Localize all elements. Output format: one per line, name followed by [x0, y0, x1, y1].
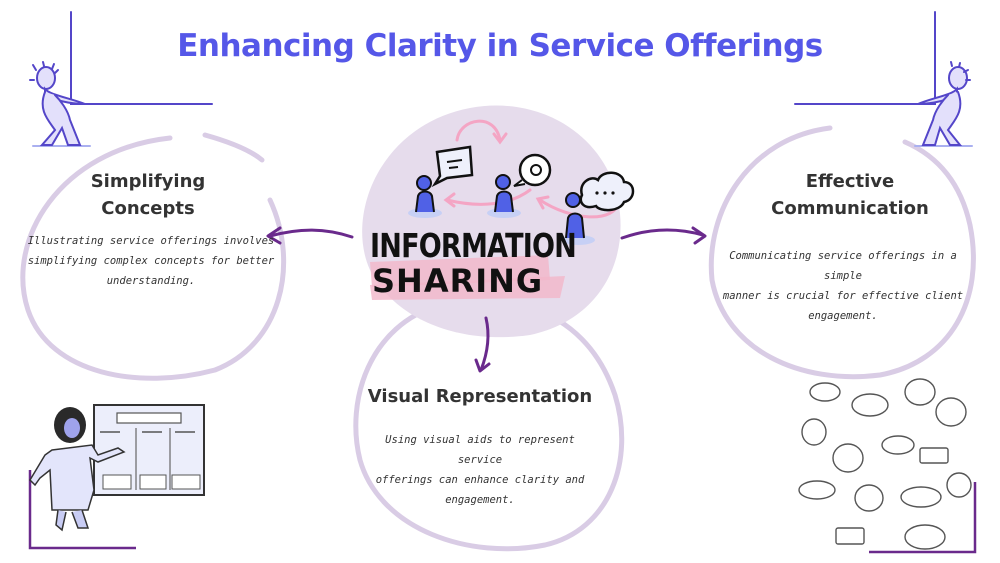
node-title-line: Visual Representation: [367, 386, 593, 407]
arrowhead-left: [266, 226, 282, 245]
center-label-information: INFORMATION: [370, 226, 577, 265]
ring-effective-communication: [708, 125, 976, 380]
arrowhead-down: [474, 358, 491, 373]
node-text-line: simplifying complex concepts for better: [27, 255, 275, 267]
node-text-effective-communication: Communicating service offerings in a sim…: [712, 246, 974, 326]
node-text-simplifying-concepts: Illustrating service offerings involves …: [20, 231, 282, 291]
ring-simplifying-concepts: [20, 135, 287, 381]
presenter-with-board: [28, 404, 205, 550]
node-text-line: Using visual aids to represent service: [385, 434, 575, 466]
person-icon-left: [408, 175, 442, 218]
label-highlight-2: [370, 276, 565, 300]
pushing-figure-left: [29, 11, 213, 147]
node-text-line: Illustrating service offerings involves: [27, 235, 275, 247]
speech-bubbles-cluster: [798, 378, 977, 554]
thought-cloud-icon: [579, 171, 635, 212]
node-title-simplifying-concepts: Simplifying Concepts: [68, 168, 228, 222]
node-text-line: manner is crucial for effective client: [722, 290, 964, 302]
center-label-sharing: SHARING: [372, 262, 544, 300]
node-text-line: offerings can enhance clarity and: [375, 474, 585, 486]
connector-to-communication: [620, 228, 705, 240]
connector-to-simplifying: [268, 228, 354, 239]
connector-to-visual: [479, 316, 490, 372]
node-text-line: engagement.: [445, 494, 515, 506]
node-text-line: Communicating service offerings in a sim…: [729, 250, 957, 282]
ring-simplifying-concepts-top: [202, 132, 265, 163]
node-title-line: Simplifying: [90, 171, 206, 192]
idea-bubble-icon: [513, 153, 552, 187]
person-icon-middle: [487, 174, 521, 218]
node-title-line: Communication: [771, 198, 929, 219]
page-title: Enhancing Clarity in Service Offerings: [177, 28, 823, 64]
node-text-line: understanding.: [106, 275, 196, 287]
arrowhead-right: [691, 226, 707, 245]
node-text-visual-representation: Using visual aids to represent service o…: [360, 430, 600, 510]
node-text-line: engagement.: [808, 310, 878, 322]
speech-note-icon: [431, 145, 474, 188]
node-title-effective-communication: Effective Communication: [760, 168, 940, 222]
pushing-figure-right: [794, 11, 973, 147]
ring-visual-representation: [353, 302, 625, 552]
node-title-line: Concepts: [101, 198, 195, 219]
node-title-line: Effective: [805, 171, 895, 192]
node-title-visual-representation: Visual Representation: [360, 383, 600, 410]
